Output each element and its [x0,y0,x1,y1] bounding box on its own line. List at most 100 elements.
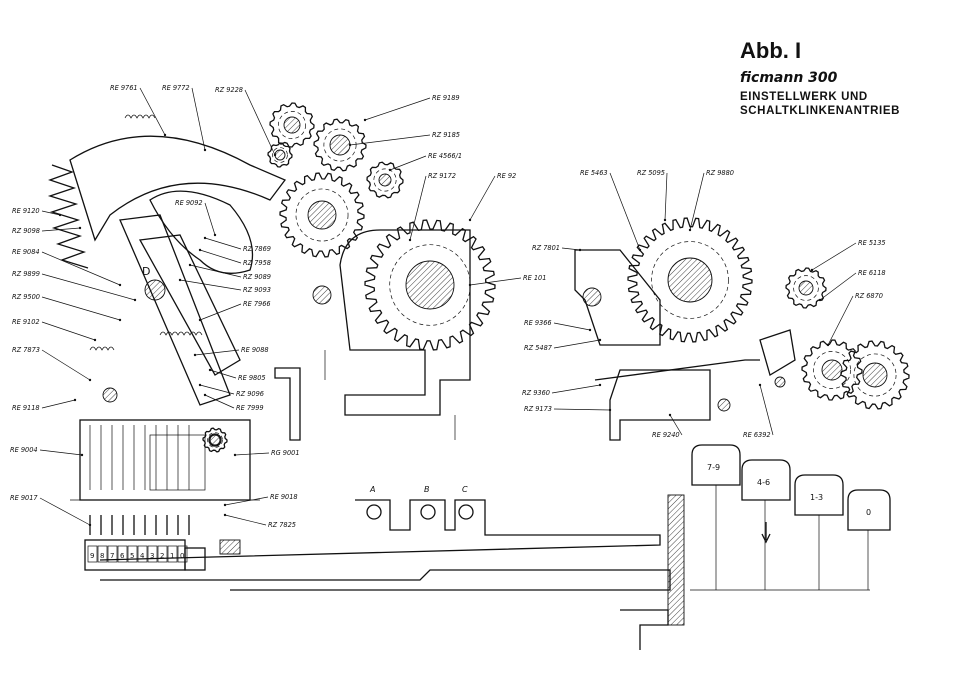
leader-rz9360 [551,384,601,394]
gear-10 [840,340,910,410]
arrow-down [761,522,771,544]
leader-rz6870 [827,295,854,346]
sector-arm [69,135,287,242]
leader-re6392 [759,384,774,436]
leader-rz9093 [179,279,242,291]
gear-5 [364,219,496,351]
gear-4 [279,172,365,258]
gear-hub [274,149,286,161]
part-label-re9761: RE 9761 [110,84,138,92]
leader-rz5095 [664,172,668,221]
left-mechanism-outlines [47,114,685,650]
part-label-re9004: RE 9004 [10,446,38,454]
gear-group [102,102,910,453]
part-label-rz9360: RZ 9360 [522,389,550,397]
leader-rz5487 [553,339,601,349]
gear-teeth [313,118,367,172]
leader-rz7801 [561,247,581,251]
leader-rg9001 [234,452,270,456]
leader-rz9089 [189,264,242,278]
part-label-re9092: RE 9092 [175,199,203,207]
leader-rz9899 [41,273,136,301]
leader-dot [638,248,642,252]
leader-dot [348,143,352,147]
digit-label: 9 [90,552,94,560]
digit-cell [137,545,148,563]
gear-pitch [295,188,349,242]
setting-carriage [79,419,251,501]
foot-bracket [620,609,669,650]
gear-teeth [627,217,753,343]
gear-pitch [323,128,357,162]
frame-bracket [274,367,301,441]
leader-dot [388,168,392,172]
key-7-9 [691,444,741,486]
leader-dot [198,248,202,252]
gear-pitch [373,168,397,192]
part-label-re9088: RE 9088 [241,346,269,354]
leader-dot [93,338,97,342]
gear-pitch [793,275,819,301]
part-label-re9805: RE 9805 [238,374,266,382]
gear-11 [202,427,228,453]
zigzag-spring [47,164,89,269]
gear-hub [378,173,392,187]
letter-mark-c: C [462,485,468,494]
leader-dot [193,353,197,357]
leader-re92 [469,175,496,221]
gear-pitch [853,353,897,397]
digit-label: 7 [110,552,114,560]
digit-label: 4 [140,552,145,560]
leader-dot [468,218,472,222]
key-label-1-3: 1-3 [810,493,823,502]
leader-dot [203,148,207,152]
part-label-re9018: RE 9018 [270,493,298,501]
key-label-4-6: 4-6 [757,478,770,487]
letter-mark-b: B [424,485,430,494]
leader-dot [58,213,62,217]
letter-mark-a: A [369,485,375,494]
part-label-re9772: RE 9772 [162,84,190,92]
leader-re9240 [669,414,683,436]
key-4-6 [741,459,791,501]
leader-dot [223,513,227,517]
digit-label: 6 [120,552,125,560]
leader-re7999 [204,394,235,409]
key-label-7-9: 7-9 [707,463,720,472]
part-label-re4566: RE 4566/1 [428,152,462,160]
part-label-rz7825: RZ 7825 [268,521,296,529]
subtitle-line-2: SCHALTKLINKENANTRIEB [740,105,901,117]
center-frame-lower [609,369,711,441]
part-label-re9120: RE 9120 [12,207,40,215]
part-label-rz9093: RZ 9093 [243,286,271,294]
digit-label: 3 [150,552,154,560]
digit-slides [84,539,241,571]
vertical-post [667,494,685,626]
leader-re9761 [139,87,166,136]
bridge-rail [99,499,661,561]
leader-re9018 [224,496,269,506]
part-label-rz9098: RZ 9098 [12,227,40,235]
center-frame [574,249,661,346]
part-label-rz9899: RZ 9899 [12,270,40,278]
digit-label: 5 [130,552,134,560]
leader-dot [810,268,814,272]
part-label-rz9185: RZ 9185 [432,131,460,139]
leader-dot [598,383,602,387]
gear-teeth [785,267,827,309]
coil-spring-3 [89,346,115,351]
gear-hub [798,280,814,296]
gear-pitch [813,351,851,389]
part-label-rz9880: RZ 9880 [706,169,734,177]
leader-dot [758,383,762,387]
part-label-re6392: RE 6392 [743,431,771,439]
lever-arm [119,214,231,406]
letter-mark-d: D [142,265,150,278]
gear-teeth [840,340,910,410]
part-label-re5463: RE 5463 [580,169,608,177]
leader-dot [188,263,192,267]
digit-label: 0 [180,552,184,560]
digit-cell [157,545,168,563]
gear-hub [862,362,888,388]
